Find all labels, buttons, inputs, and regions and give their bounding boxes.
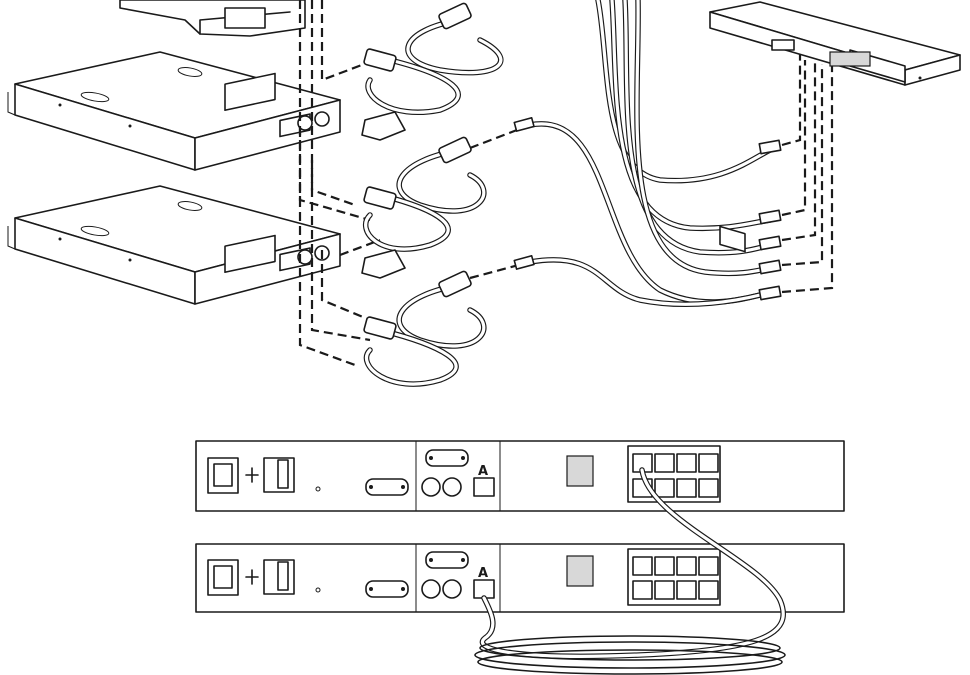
power-inlet-icon xyxy=(207,457,239,494)
daisy-chain-cable xyxy=(474,467,786,675)
db15-port-icon xyxy=(365,580,409,598)
kvm-unit-lower: A xyxy=(195,543,845,613)
power-switch-icon xyxy=(245,559,295,595)
kvm-dongles xyxy=(361,2,472,340)
vga-port-icon xyxy=(425,449,469,467)
kvm-cable-loops xyxy=(362,17,504,387)
vga-port-icon xyxy=(425,551,469,569)
rack-kvm-switch xyxy=(709,1,961,253)
long-cables xyxy=(527,0,773,308)
port-a-label: A xyxy=(478,566,488,581)
vent-grille-icon xyxy=(566,455,594,487)
server-top-partial xyxy=(119,0,306,37)
dashed-connection-lines xyxy=(298,0,834,367)
vent-grille-icon xyxy=(566,555,594,587)
server-unit-1 xyxy=(7,51,341,171)
rj45-port-bank-icon xyxy=(627,548,721,606)
power-switch-icon xyxy=(245,457,295,493)
rj45-plugs xyxy=(513,117,782,301)
kvm-unit-upper: A xyxy=(195,440,845,512)
ps2-port-icon xyxy=(421,579,462,599)
server-unit-2 xyxy=(7,185,341,305)
port-a-label: A xyxy=(478,464,488,479)
ps2-port-icon xyxy=(421,477,462,497)
power-inlet-icon xyxy=(207,559,239,596)
rj45-port-a-icon: A xyxy=(473,464,495,497)
db15-port-icon xyxy=(365,478,409,496)
